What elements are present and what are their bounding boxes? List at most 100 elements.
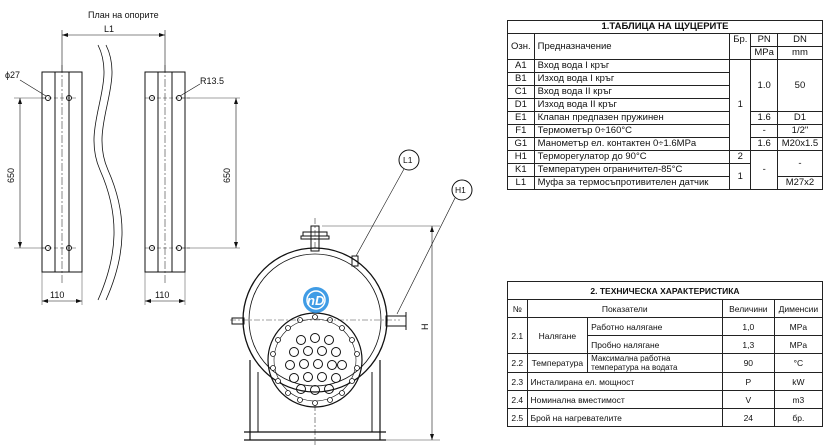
table-row: 2.5 Брой на нагревателите 24 бр. [507,408,824,427]
dn-cell: - [776,150,824,177]
qty-cell: 2 [729,150,752,164]
dimension-650-left-label: 650 [6,168,16,183]
header-dn: DN [776,33,824,47]
row-code: E1 [507,111,535,125]
left-support-plan [41,65,83,285]
row-code: H1 [507,150,535,164]
qty-cell: 1 [729,59,752,151]
row-value: 1,3 [721,335,775,354]
pn-cell: 1.6 [750,111,778,125]
row-indicator: Номинална вместимост [526,390,723,409]
row-value: 24 [721,408,775,427]
header-unit: Дименсии [773,299,824,318]
row-indicator: Работно налягане [587,317,723,336]
row-value: 1,0 [721,317,775,336]
dn-cell: M20x1.5 [776,137,824,151]
row-code: F1 [507,124,535,138]
tech-table-title: 2. ТЕХНИЧЕСКА ХАРАКТЕРИСТИКА [507,281,823,300]
radius-label: R13.5 [200,76,224,86]
nozzle-table-title: 1.ТАБЛИЦА НА ЩУЦЕРИТЕ [507,20,823,34]
row-purpose: Изход вода II кръг [533,98,731,112]
row-code: D1 [507,98,535,112]
row-value: V [721,390,775,409]
row-unit: MPa [773,335,824,354]
row-code: B1 [507,72,535,86]
heater-elements [285,333,347,395]
callout-H1-label: H1 [455,185,466,195]
dn-cell: 50 [776,59,824,112]
pn-cell: - [750,124,778,138]
pn-cell: - [750,150,778,190]
row-number: 2.2 [507,353,528,373]
row-unit: MPa [773,317,824,336]
technical-drawing: План на опорите L1 ϕ27 [5,10,473,445]
vessel-front-view [230,218,407,445]
row-value: P [721,372,775,391]
row-number: 2.5 [507,408,528,427]
table-row: L1 Муфа за термосъпротивителен датчик M2… [507,176,824,190]
row-purpose: Терморегулатор до 90°C [533,150,731,164]
dimension-L1-label: L1 [104,24,114,34]
header-pn: PN [750,33,778,47]
callout-H1-bubble [451,179,473,201]
table-row: F1 Термометър 0÷160°C - 1/2" [507,124,824,138]
row-purpose: Муфа за термосъпротивителен датчик [533,176,731,190]
pn-cell: 1.0 [750,59,778,112]
callout-L1-label: L1 [403,155,413,165]
header-dn-unit: mm [776,46,824,60]
nozzle-table: 1.ТАБЛИЦА НА ЩУЦЕРИТЕ Озн. Предназначени… [507,20,824,190]
row-code: C1 [507,85,535,99]
table-row: H1 Терморегулатор до 90°C 2 - - [507,150,824,190]
row-unit: бр. [773,408,824,427]
dimension-110-right-label: 110 [155,290,169,300]
header-purpose: Предназначение [533,33,731,60]
row-code: G1 [507,137,535,151]
table-row: Пробно налягане 1,3 MPa [508,335,824,354]
header-indicator: Показатели [526,299,723,318]
row-indicator: Пробно налягане [587,335,723,354]
table-row: 2.2 Температура Максимална работна темпе… [507,353,824,373]
table-row: E1 Клапан предпазен пружинен 1.6 D1 [507,111,824,125]
row-purpose: Вход вода II кръг [533,85,731,99]
supports-plan-title: План на опорите [88,10,159,20]
hole-diameter-label: ϕ27 [5,70,20,80]
callout-L1-bubble [398,149,420,171]
qty-cell: 1 [729,163,752,190]
row-indicator: Максимална работна температура на водата [587,353,723,373]
dn-cell: 1/2" [776,124,824,138]
row-purpose: Манометър ел. контактен 0÷1.6MPa [533,137,731,151]
table-row: 2.3 Инсталирана ел. мощност P kW [507,372,824,391]
pn-cell: 1.6 [750,137,778,151]
row-number: 2.1 [507,317,528,354]
table-row: 2.4 Номинална вместимост V m3 [507,390,824,409]
header-qty: Бр. [729,33,752,60]
row-unit: °C [773,353,824,373]
row-number: 2.4 [507,390,528,409]
row-group: Налягане [526,317,589,354]
row-value: 90 [721,353,775,373]
row-group: Температура [526,353,589,373]
row-number: 2.3 [507,372,528,391]
row-code: A1 [507,59,535,73]
row-purpose: Термометър 0÷160°C [533,124,731,138]
dn-cell: M27x2 [776,176,824,190]
dimension-H-label: H [420,324,430,331]
table-row: 2.1 Налягане Работно налягане 1,0 MPa [507,317,824,354]
technical-characteristics-table: 2. ТЕХНИЧЕСКА ХАРАКТЕРИСТИКА № Показател… [507,281,824,427]
header-code: Озн. [507,33,535,60]
row-purpose: Изход вода I кръг [533,72,731,86]
header-no: № [507,299,528,318]
row-purpose: Клапан предпазен пружинен [533,111,731,125]
row-indicator: Инсталирана ел. мощност [526,372,723,391]
row-purpose: Температурен ограничител-85°C [533,163,731,177]
header-value: Величини [721,299,775,318]
row-code: K1 [507,163,535,177]
row-indicator: Брой на нагревателите [526,408,723,427]
logo-text: nD [307,293,325,308]
table-row: B1 Изход вода I кръг [507,72,823,86]
row-purpose: Вход вода I кръг [533,59,731,73]
row-unit: kW [773,372,824,391]
break-line [93,44,115,301]
table-row: G1 Манометър ел. контактен 0÷1.6MPa 1.6 … [507,137,824,151]
dimension-650-right-label: 650 [222,168,232,183]
